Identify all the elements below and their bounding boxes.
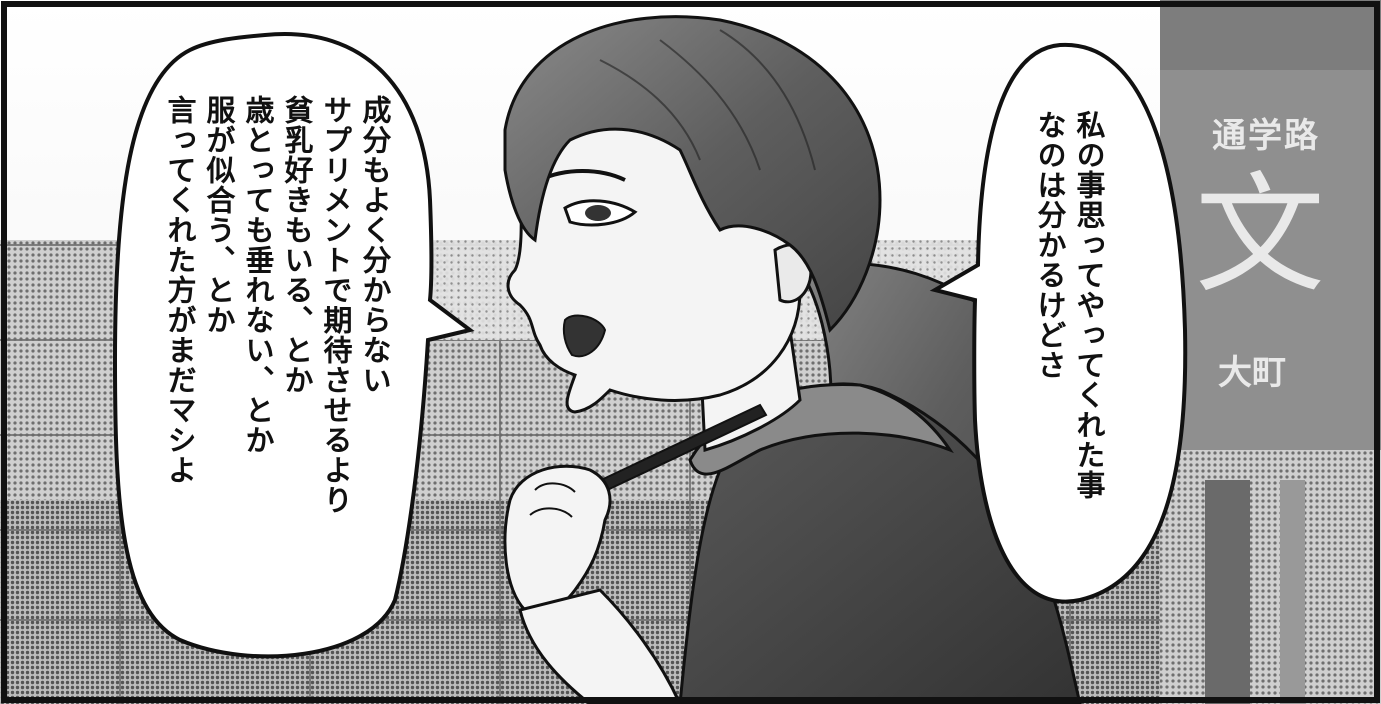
dialogue-line: なのは分かるけどさ bbox=[1033, 110, 1067, 380]
dialogue-line: 歳とっても垂れない、とか bbox=[241, 95, 275, 455]
sign-text-bottom: 大町 bbox=[1218, 353, 1286, 393]
dialogue-right: 私の事思ってやってくれた事 なのは分かるけどさ bbox=[1030, 110, 1108, 550]
sign-text-top: 通学路 bbox=[1212, 116, 1320, 156]
speech-bubble-left bbox=[112, 32, 475, 659]
dialogue-line: 言ってくれた方がまだマシよ bbox=[163, 95, 197, 485]
dialogue-line: 服が似合う、とか bbox=[202, 95, 236, 335]
dialogue-line: 成分もよく分からない bbox=[358, 95, 392, 395]
dialogue-left: 成分もよく分からない サプリメントで期待させるより 貧乳好きもいる、とか 歳とっ… bbox=[160, 95, 394, 635]
sign-text-big: 文 bbox=[1195, 159, 1326, 311]
dialogue-line: 貧乳好きもいる、とか bbox=[280, 95, 314, 395]
iris bbox=[585, 205, 611, 221]
signboard bbox=[1160, 0, 1381, 704]
speech-bubble-right bbox=[929, 42, 1188, 604]
mouth bbox=[562, 314, 607, 358]
dialogue-line: 私の事思ってやってくれた事 bbox=[1072, 110, 1106, 500]
hair bbox=[503, 15, 882, 333]
dialogue-line: サプリメントで期待させるより bbox=[319, 95, 353, 515]
hand bbox=[503, 464, 612, 616]
arm bbox=[518, 588, 682, 704]
